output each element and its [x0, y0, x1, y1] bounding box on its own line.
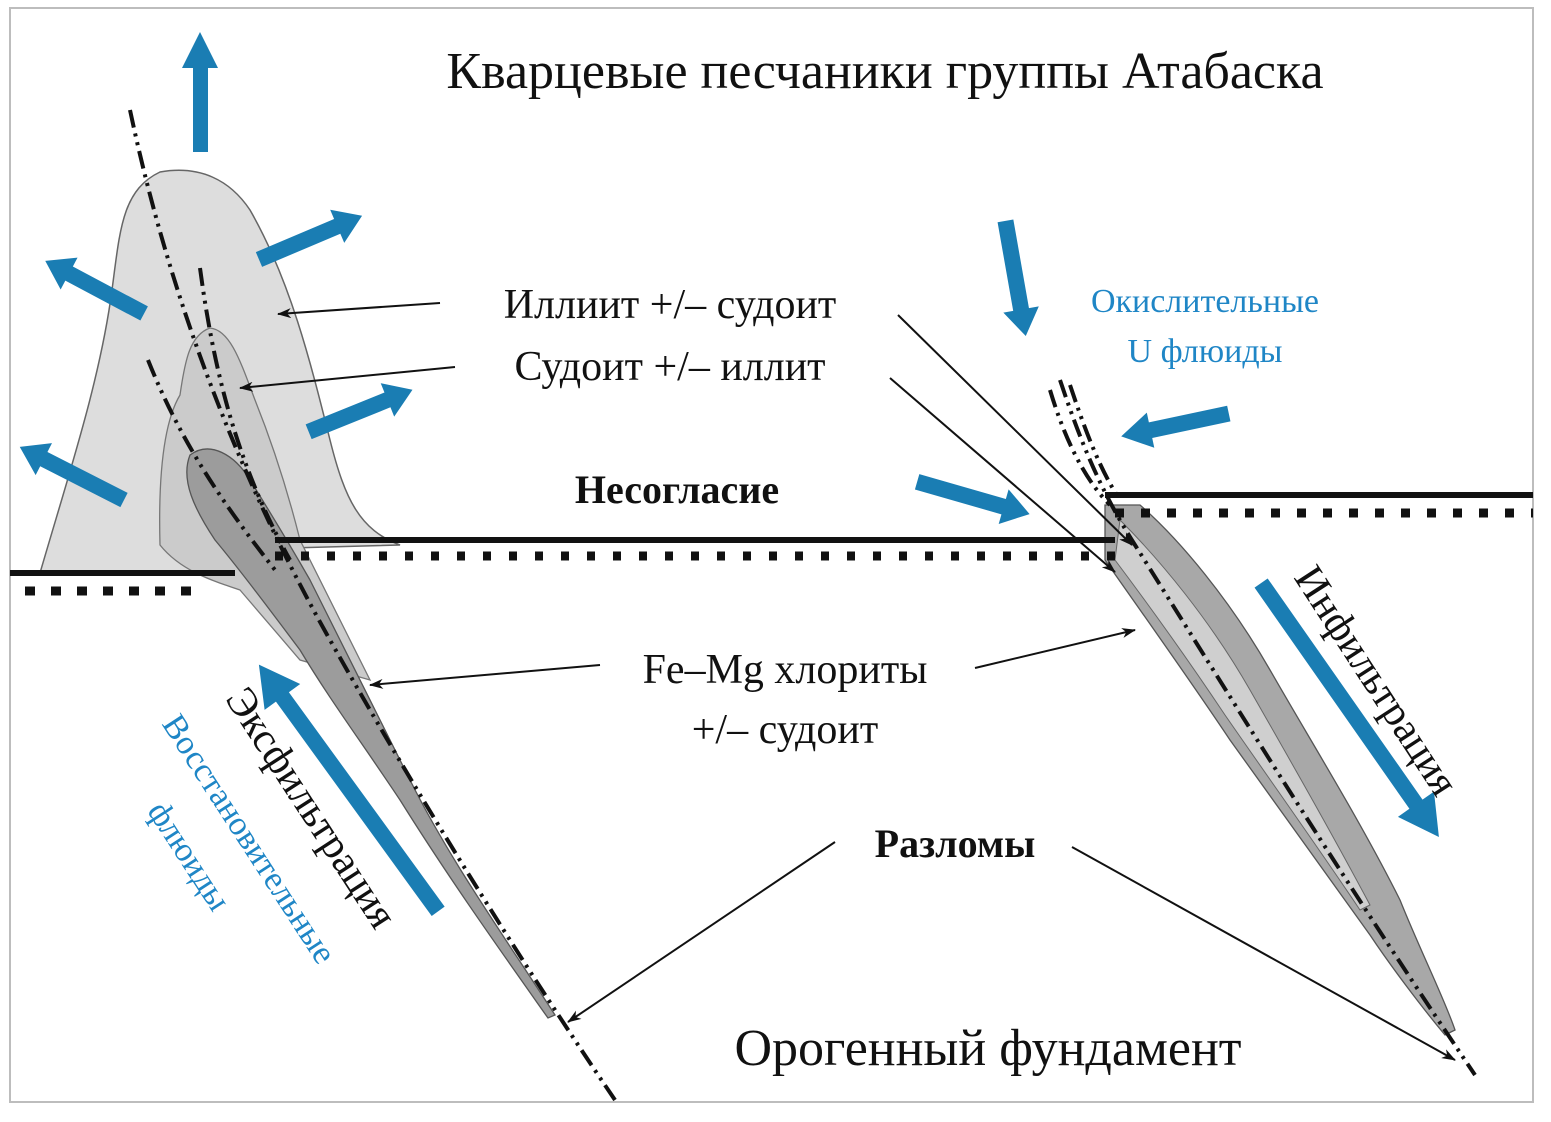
chlorite-label-line2: +/– судоит: [692, 707, 879, 753]
oxidizing-label-line2: U флюиды: [1128, 333, 1283, 370]
chlorite-halo: [186, 448, 556, 1019]
leader-lines: [239, 302, 1456, 1061]
fault-lines: [128, 109, 1477, 1102]
right-main-fault: [1058, 379, 1477, 1077]
fluid-arrows: [19, 32, 1439, 917]
faults-right-leader: [1071, 846, 1456, 1061]
arrow-up-icon: [182, 32, 218, 152]
illite-leader: [277, 302, 441, 319]
arrow-left-icon: [19, 443, 128, 508]
unconformity-line: [10, 492, 1533, 596]
infiltration-arrow-icon: [1254, 578, 1439, 837]
sudoite-leader: [239, 366, 456, 392]
sudoite-right-leader: [889, 377, 1116, 573]
diagram-title: Кварцевые песчаники группы Атабаска: [446, 43, 1323, 100]
illite-right-leader: [897, 314, 1133, 546]
oxidizing-arrow-down-icon: [997, 219, 1039, 337]
left-main-fault: [128, 109, 617, 1102]
chlorite-left-leader: [369, 664, 601, 689]
arrow-right-icon: [305, 383, 413, 440]
exfiltration-arrow-icon: [258, 664, 445, 917]
unconformity-label: Несогласие: [575, 467, 779, 512]
arrow-upright-icon: [255, 209, 363, 267]
left-fault-branch-2: [146, 359, 277, 572]
right-fault-branch-2: [1068, 384, 1122, 502]
sudoite-label: Судоит +/– иллит: [514, 344, 825, 390]
faults-left-leader: [567, 841, 836, 1023]
faults-label: Разломы: [875, 821, 1036, 866]
chlorite-right-leader: [974, 628, 1136, 669]
oxidizing-arrow-right-icon: [914, 474, 1030, 524]
illite-label: Иллиит +/– судоит: [504, 282, 837, 328]
oxidizing-arrow-left-icon: [1121, 405, 1231, 448]
oxidizing-label-line1: Окислительные: [1091, 283, 1319, 320]
right-fault-branch-1: [1048, 389, 1112, 507]
basement-label: Орогенный фундамент: [735, 1020, 1242, 1077]
chlorite-label-line1: Fe–Mg хлориты: [643, 647, 928, 693]
left-fault-branch-1: [198, 267, 292, 561]
arrow-upleft-icon: [45, 257, 148, 321]
